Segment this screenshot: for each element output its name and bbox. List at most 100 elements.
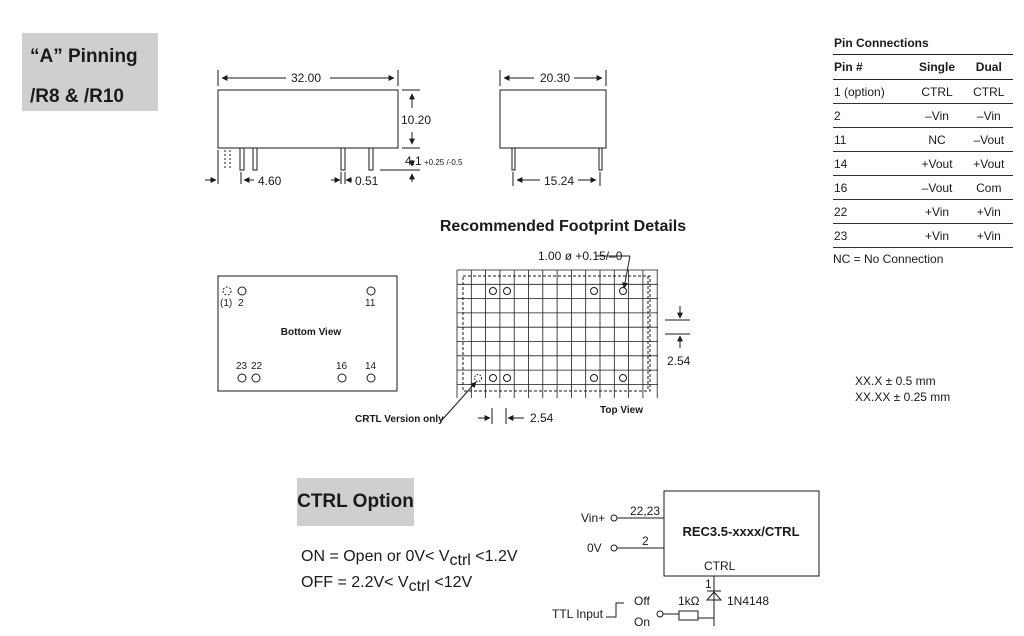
pin-22-hole [251, 373, 261, 383]
footprint-outline [462, 275, 651, 392]
nc-note: NC = No Connection [833, 252, 944, 266]
cell-dual: CTRL [964, 79, 1013, 104]
table-row: 2–Vin–Vin [833, 103, 1013, 128]
off-suffix: <12V [429, 574, 473, 591]
vin-pins: 22,23 [630, 504, 660, 518]
resistor-1k [678, 610, 699, 621]
footprint-hole [489, 287, 497, 295]
pin-connections-panel: Pin Connections Pin # Single Dual 1 (opt… [833, 36, 1013, 266]
diode-label: 1N4148 [727, 594, 769, 608]
bottom-view-label: Bottom View [281, 327, 342, 338]
cell-single: –Vout [909, 175, 965, 200]
cell-dual: +Vin [964, 223, 1013, 248]
pin-label-23: 23 [236, 361, 248, 372]
pin-label-14: 14 [365, 361, 377, 372]
cell-pin: 22 [833, 199, 910, 224]
table-header-row: Pin # Single Dual [833, 55, 1013, 80]
on-subscript: ctrl [449, 552, 471, 569]
side-pin [252, 147, 258, 171]
header-single: Single [909, 55, 965, 80]
ctrl-on-condition: ON = Open or 0V< Vctrl <1.2V [301, 546, 518, 572]
ctrl-footprint-hole [474, 374, 482, 382]
cell-single: CTRL [909, 79, 965, 104]
ttl-off-label: Off [634, 594, 650, 608]
footprint-hole [619, 287, 627, 295]
hole-spec: 1.00 ø +0.15/–0 [538, 249, 623, 263]
cell-dual: –Vout [964, 127, 1013, 152]
end-view-body [499, 89, 607, 149]
dim-pin-length: 4.1 [405, 154, 422, 168]
off-subscript: ctrl [408, 578, 430, 595]
footprint-hole [590, 287, 598, 295]
pin-23-hole [237, 373, 247, 383]
pin-11-hole [366, 286, 376, 296]
cell-dual: Com [964, 175, 1013, 200]
cell-single: +Vin [909, 199, 965, 224]
pin-2-hole [237, 286, 247, 296]
ttl-terminal [656, 610, 664, 618]
pitch-vertical: 2.54 [667, 354, 691, 368]
footprint-title: Recommended Footprint Details [440, 218, 686, 235]
side-pin [368, 147, 374, 171]
pinning-title: “A” Pinning [30, 46, 138, 67]
ctrl-pin-number: 1 [705, 577, 712, 591]
cell-dual: –Vin [964, 103, 1013, 128]
pin-label-16: 16 [336, 361, 348, 372]
dim-pin-pitch: 4.60 [258, 174, 282, 188]
bottom-view-body [217, 275, 398, 392]
ttl-on-label: On [634, 615, 650, 629]
on-suffix: <1.2V [470, 548, 518, 565]
cell-dual: +Vout [964, 151, 1013, 176]
dim-height: 10.20 [401, 113, 431, 127]
rec-module-box [663, 490, 820, 577]
cell-single: NC [909, 127, 965, 152]
ctrl-pin-label: CTRL [704, 559, 736, 573]
pin-label-1: (1) [220, 298, 232, 309]
pinning-title-box: “A” Pinning /R8 & /R10 [22, 33, 158, 111]
tolerance-notes: XX.X ± 0.5 mm XX.XX ± 0.25 mm [855, 373, 950, 405]
table-row: 22+Vin+Vin [833, 199, 1013, 224]
pin-connections-title: Pin Connections [833, 36, 1013, 55]
pin-label-11: 11 [365, 298, 376, 309]
zero-v-pin: 2 [642, 534, 649, 548]
top-view-label: Top View [600, 405, 643, 416]
pin-14-hole [366, 373, 376, 383]
side-pin [239, 147, 245, 171]
cell-single: +Vin [909, 223, 965, 248]
cell-single: –Vin [909, 103, 965, 128]
cell-pin: 1 (option) [833, 79, 910, 104]
footprint-hole [590, 374, 598, 382]
off-prefix: OFF = 2.2V< V [301, 574, 409, 591]
header-pin: Pin # [833, 55, 910, 80]
zero-v-terminal [610, 544, 618, 552]
cell-pin: 14 [833, 151, 910, 176]
tolerance-one-decimal: XX.X ± 0.5 mm [855, 374, 936, 388]
dim-pin-tolerance: +0.25 /-0.5 [424, 158, 463, 167]
zero-v-label: 0V [587, 541, 602, 555]
footprint-hole [489, 374, 497, 382]
footprint-grid [456, 269, 658, 398]
cell-pin: 2 [833, 103, 910, 128]
resistor-label: 1kΩ [678, 594, 700, 608]
rec-part-number: REC3.5-xxxx/CTRL [682, 524, 799, 539]
ctrl-off-condition: OFF = 2.2V< Vctrl <12V [301, 572, 518, 598]
side-view-body [217, 89, 399, 149]
pin-16-hole [337, 373, 347, 383]
ttl-input-label: TTL Input [552, 607, 604, 621]
vin-terminal [610, 514, 618, 522]
ctrl-version-note: CRTL Version only [355, 414, 444, 425]
end-pin [511, 147, 516, 171]
ttl-step-icon [606, 602, 624, 618]
header-dual: Dual [964, 55, 1013, 80]
table-row: 23+Vin+Vin [833, 223, 1013, 248]
dim-end-width: 20.30 [540, 71, 570, 85]
footprint-hole [503, 287, 511, 295]
diode-symbol [705, 590, 723, 601]
vin-label: Vin+ [581, 511, 605, 525]
pin-label-22: 22 [251, 361, 263, 372]
ctrl-option-title: CTRL Option [297, 478, 414, 526]
